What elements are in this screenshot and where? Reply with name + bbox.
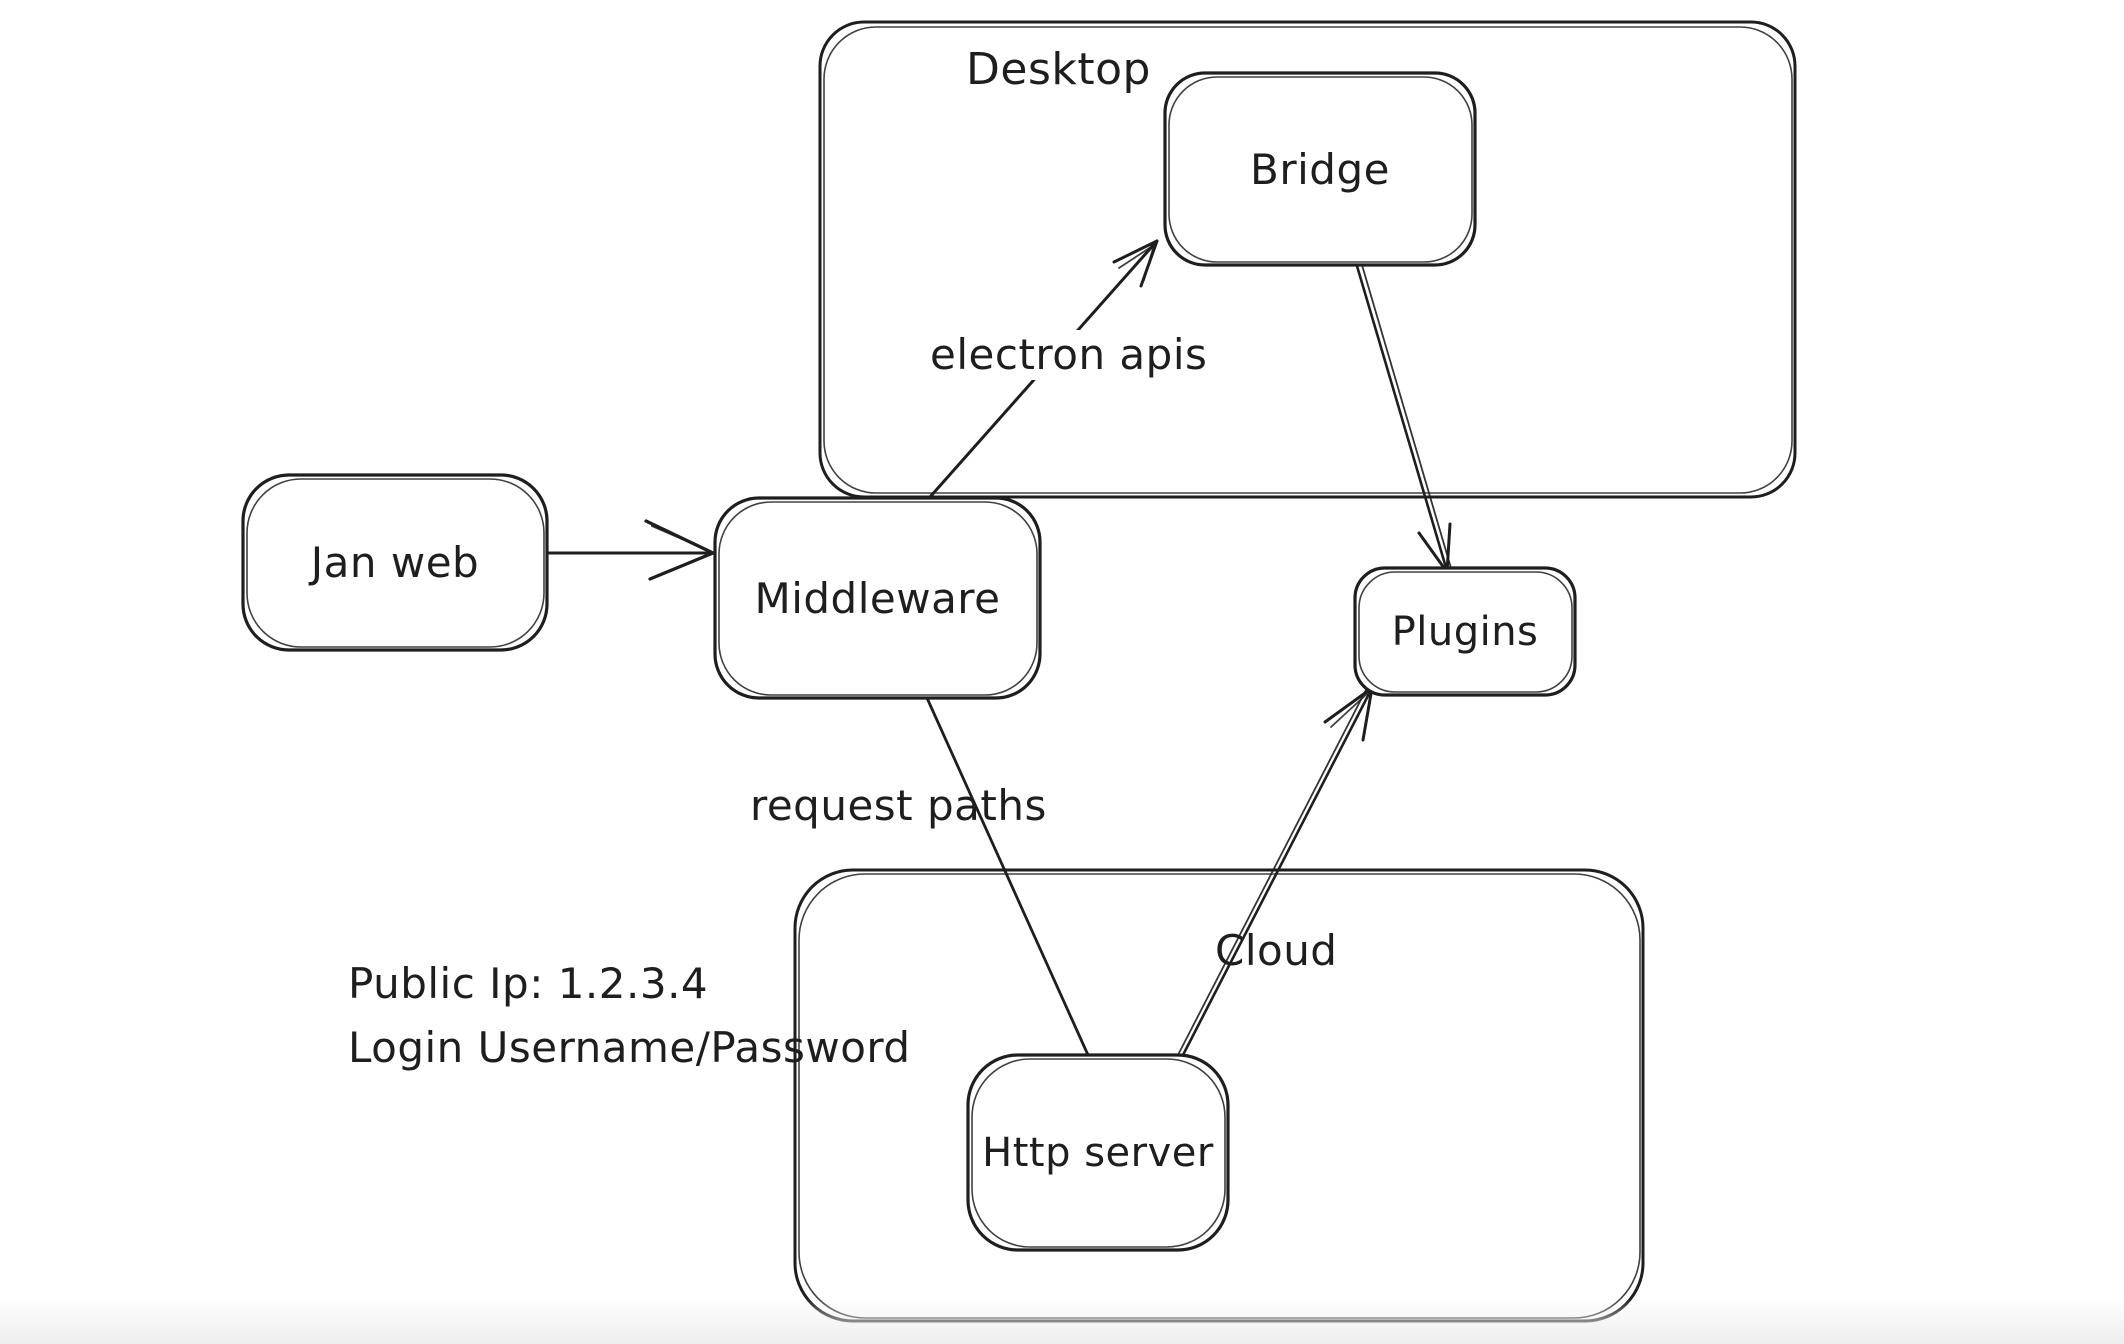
http-server-label[interactable]: Http server	[982, 1129, 1214, 1176]
desktop-container-label[interactable]: Desktop	[966, 44, 1151, 95]
credentials-annotation[interactable]: Public Ip: 1.2.3.4 Login Username/Passwo…	[348, 952, 911, 1080]
plugins-box[interactable]	[1353, 566, 1577, 697]
login-line: Login Username/Password	[348, 1023, 911, 1072]
edge-bridge-to-plugins[interactable]	[1355, 264, 1452, 574]
electron-apis-edge-label[interactable]: electron apis	[922, 330, 1216, 381]
cloud-container-label[interactable]: Cloud	[1215, 926, 1338, 975]
jan-web-box[interactable]	[241, 473, 549, 652]
bridge-box[interactable]	[1163, 71, 1477, 267]
middleware-box[interactable]	[713, 496, 1042, 700]
edge-janweb-to-middleware[interactable]	[545, 519, 715, 581]
middleware-label[interactable]: Middleware	[754, 573, 1001, 623]
edge-middleware-to-httpserver[interactable]	[925, 696, 1090, 1057]
request-paths-edge-label[interactable]: request paths	[750, 781, 1047, 830]
http-server-box[interactable]	[966, 1053, 1230, 1252]
jan-web-label[interactable]: Jan web	[310, 538, 480, 587]
bridge-label[interactable]: Bridge	[1250, 144, 1390, 194]
public-ip-line: Public Ip: 1.2.3.4	[348, 959, 709, 1008]
plugins-label[interactable]: Plugins	[1391, 608, 1539, 655]
desktop-container-box[interactable]	[818, 20, 1797, 499]
